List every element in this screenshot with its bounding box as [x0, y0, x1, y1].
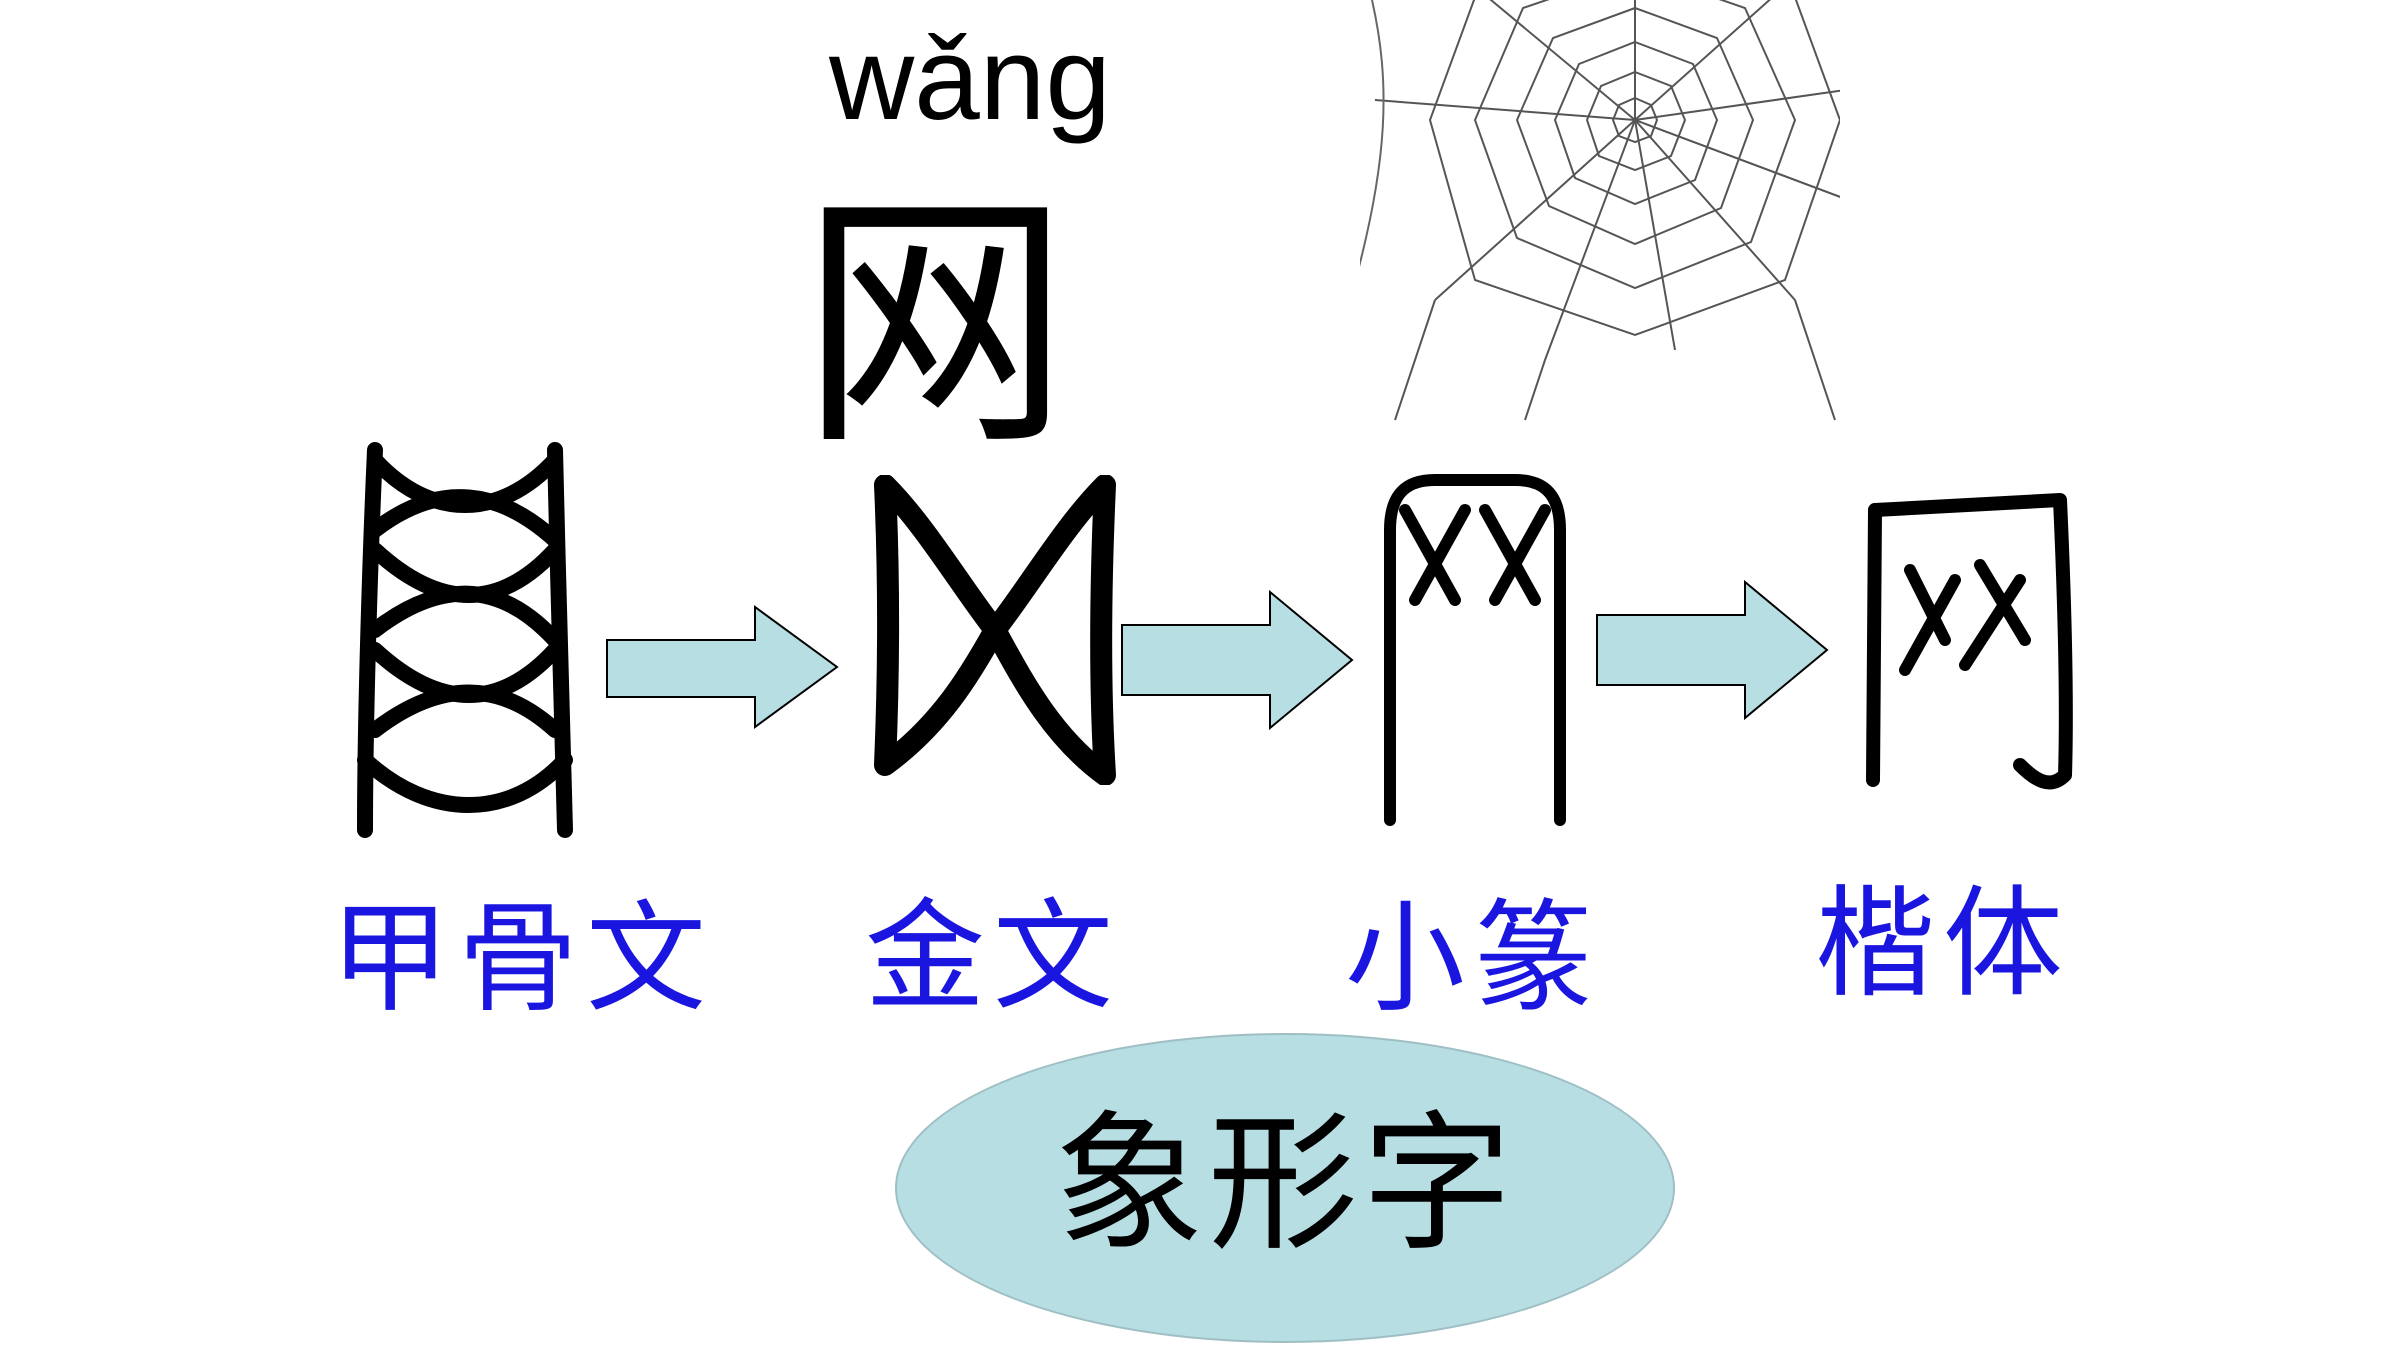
- stage-label-bronze: 金文: [865, 888, 1121, 1027]
- arrow-right-icon: [606, 605, 839, 729]
- bronze-inscription-glyph: [874, 475, 1116, 785]
- stage-label-small-seal: 小篆: [1345, 890, 1601, 1029]
- classification-text: 象形字: [1053, 1098, 1516, 1272]
- arrow-right-icon: [1596, 580, 1829, 720]
- stage-label-regular-script: 楷体: [1815, 875, 2071, 1014]
- spider-web-illustration: [1360, 0, 1840, 421]
- oracle-bone-glyph: [357, 442, 573, 838]
- pinyin: wǎng: [828, 13, 1112, 145]
- arrow-right-icon: [1121, 590, 1354, 730]
- title-character: 网: [800, 167, 1070, 482]
- regular-script-glyph: [1866, 493, 2073, 790]
- small-seal-glyph: [1384, 474, 1566, 826]
- stage-label-oracle-bone: 甲骨文: [330, 890, 714, 1029]
- classification-ellipse: [895, 1033, 1675, 1343]
